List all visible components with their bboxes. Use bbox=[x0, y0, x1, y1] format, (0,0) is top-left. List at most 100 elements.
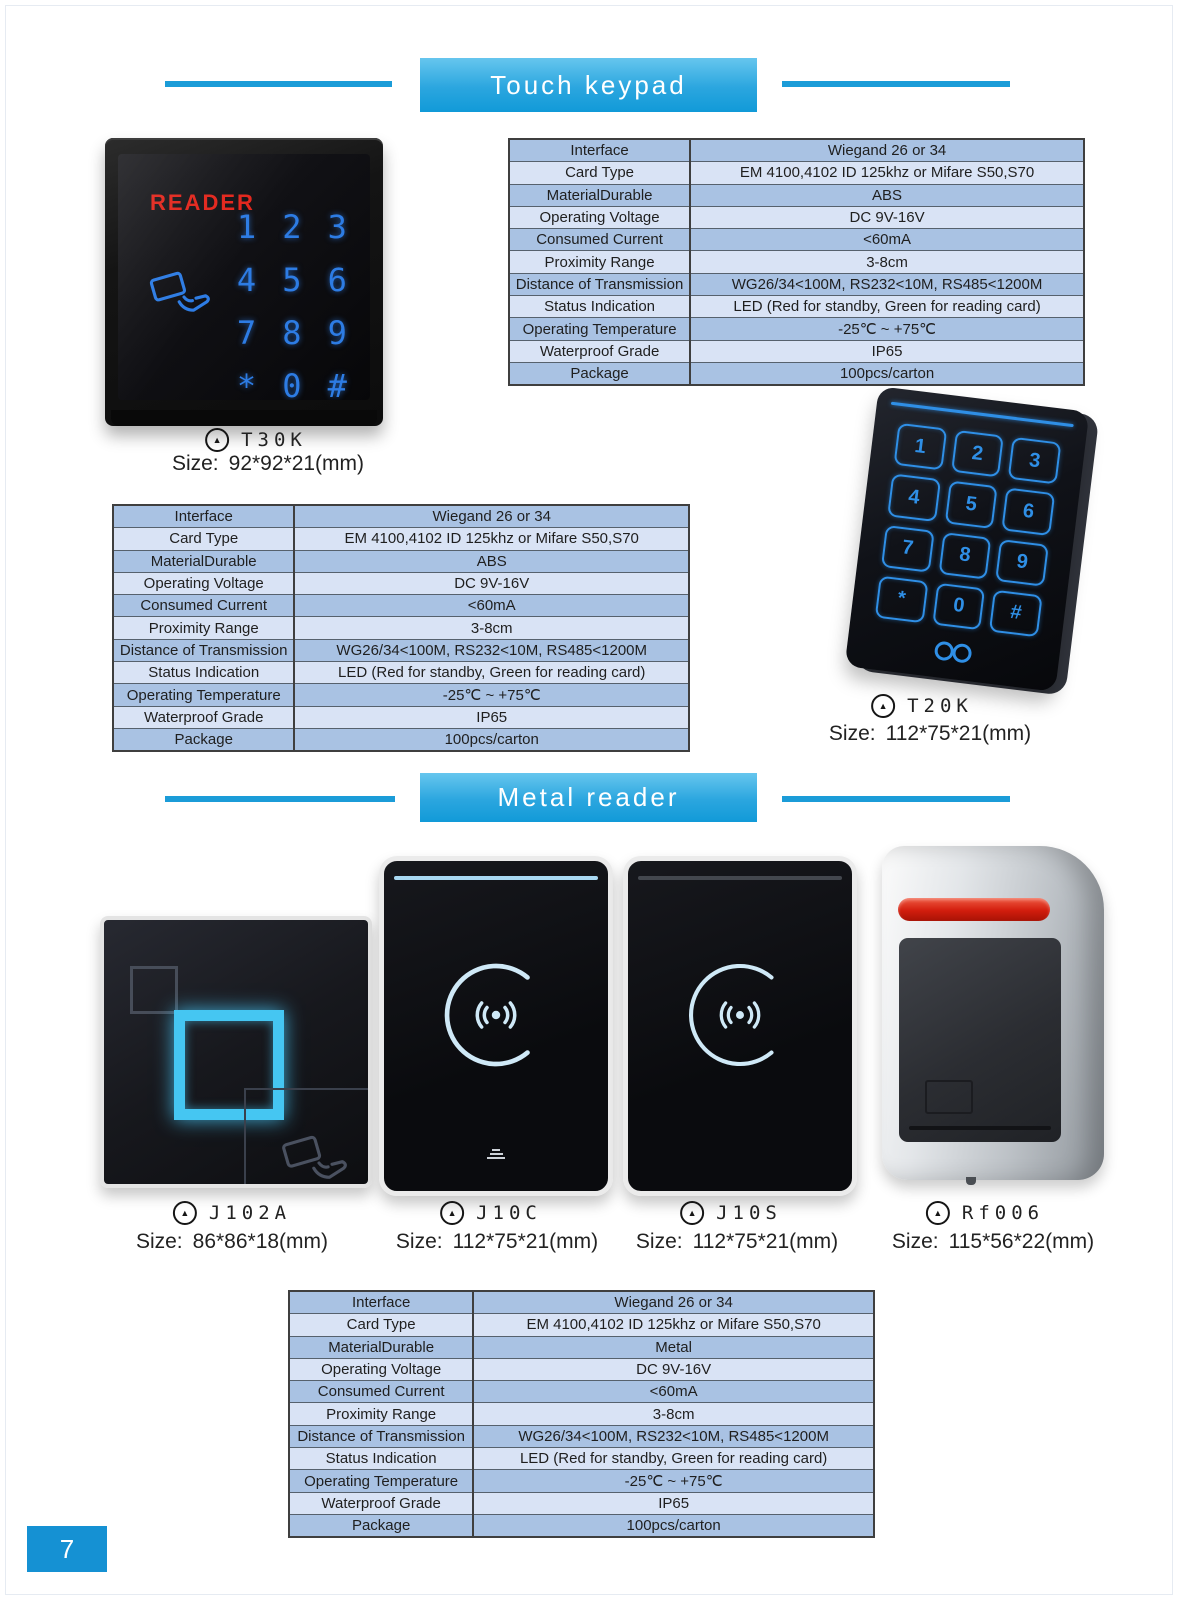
t30k-touch-panel: READER 1 2 3 4 5 6 7 8 9 * 0 # bbox=[118, 154, 370, 400]
page-number: 7 bbox=[27, 1526, 107, 1572]
product-image-j10s bbox=[623, 856, 857, 1196]
spec-value: IP65 bbox=[689, 339, 1085, 363]
spec-row: Card Type EM 4100,4102 ID 125khz or Mifa… bbox=[288, 1313, 875, 1337]
spec-row: Interface Wiegand 26 or 34 bbox=[112, 504, 690, 529]
spec-label: Status Indication bbox=[112, 661, 296, 685]
section-title-metal-reader: Metal reader bbox=[497, 782, 680, 812]
spec-value: Metal bbox=[472, 1335, 875, 1359]
product-image-j102a bbox=[100, 916, 372, 1188]
spec-value: WG26/34<100M, RS232<10M, RS485<1200M bbox=[293, 638, 690, 663]
divider-line-right bbox=[782, 81, 1010, 87]
spec-value: 3-8cm bbox=[689, 250, 1085, 274]
spec-value: WG26/34<100M, RS232<10M, RS485<1200M bbox=[689, 272, 1085, 297]
keypad-key: 9 bbox=[328, 314, 347, 352]
triangle-marker-icon: ▲ bbox=[440, 1201, 465, 1225]
size-t20k: Size:112*75*21(mm) bbox=[829, 722, 1031, 746]
spec-label: MaterialDurable bbox=[508, 183, 692, 207]
spec-label: Card Type bbox=[288, 1313, 475, 1337]
keypad-key: 2 bbox=[950, 429, 1005, 478]
spec-row: Card Type EM 4100,4102 ID 125khz or Mifa… bbox=[112, 527, 690, 551]
spec-value: Wiegand 26 or 34 bbox=[689, 138, 1085, 163]
keypad-key: 0 bbox=[282, 367, 301, 401]
spec-row: Card Type EM 4100,4102 ID 125khz or Mifa… bbox=[508, 161, 1085, 185]
keypad-key: 8 bbox=[282, 314, 301, 352]
section-banner-metal-reader: Metal reader bbox=[420, 773, 757, 822]
caption-t30k: ▲ T30K bbox=[205, 428, 307, 452]
product-code-t20k: T20K bbox=[907, 695, 973, 717]
spec-row: Consumed Current <60mA bbox=[112, 594, 690, 618]
spec-label: Operating Voltage bbox=[112, 571, 296, 596]
divider-line-left bbox=[165, 81, 392, 87]
spec-value: -25℃ ~ +75℃ bbox=[689, 317, 1085, 341]
size-value: 92*92*21(mm) bbox=[228, 452, 365, 475]
keypad-key: 2 bbox=[282, 208, 301, 246]
reader-panel bbox=[899, 938, 1061, 1142]
caption-rf006: ▲ Rf006 bbox=[925, 1201, 1044, 1225]
spec-label: Proximity Range bbox=[112, 616, 296, 640]
product-image-j10c bbox=[379, 856, 613, 1196]
spec-label: Consumed Current bbox=[508, 228, 692, 252]
spec-row: Operating Temperature -25℃ ~ +75℃ bbox=[508, 317, 1085, 341]
product-image-t30k: READER 1 2 3 4 5 6 7 8 9 * 0 # bbox=[105, 138, 383, 426]
divider-line-left bbox=[165, 796, 395, 802]
size-label: Size: bbox=[395, 1230, 443, 1253]
spec-label: Waterproof Grade bbox=[508, 339, 692, 363]
spec-value: WG26/34<100M, RS232<10M, RS485<1200M bbox=[472, 1424, 875, 1449]
caption-t20k: ▲ T20K bbox=[871, 694, 973, 718]
spec-label: Interface bbox=[288, 1290, 475, 1315]
spec-table-metal-reader: Interface Wiegand 26 or 34 Card Type EM … bbox=[288, 1290, 875, 1539]
panel-window bbox=[925, 1080, 973, 1114]
spec-label: Distance of Transmission bbox=[112, 638, 296, 663]
size-t30k: Size: 92*92*21(mm) bbox=[172, 452, 364, 476]
size-label: Size: bbox=[171, 452, 219, 475]
keypad-key: # bbox=[328, 367, 347, 401]
product-code-j10c: J10C bbox=[476, 1202, 542, 1224]
divider-line-right bbox=[782, 796, 1010, 802]
spec-value: LED (Red for standby, Green for reading … bbox=[689, 295, 1085, 319]
spec-row: Operating Voltage DC 9V-16V bbox=[112, 571, 690, 596]
keypad-key: 1 bbox=[237, 208, 256, 246]
spec-value: DC 9V-16V bbox=[293, 571, 690, 596]
caption-j10s: ▲ J10S bbox=[680, 1201, 782, 1225]
t20k-housing: 1 2 3 4 5 6 7 8 9 * 0 # bbox=[844, 386, 1090, 692]
card-swipe-icon bbox=[282, 1135, 347, 1179]
spec-row: Proximity Range 3-8cm bbox=[288, 1402, 875, 1426]
spec-row: Package 100pcs/carton bbox=[112, 727, 690, 752]
size-value: 112*75*21(mm) bbox=[692, 1230, 839, 1253]
spec-label: Card Type bbox=[112, 527, 296, 551]
contactless-emblem-icon bbox=[689, 963, 774, 1067]
small-square-motif bbox=[130, 966, 178, 1014]
keypad-key: 4 bbox=[237, 261, 256, 299]
spec-label: Proximity Range bbox=[288, 1402, 475, 1426]
spec-value: <60mA bbox=[472, 1380, 875, 1404]
section-title-touch-keypad: Touch keypad bbox=[490, 69, 687, 100]
keypad-key: # bbox=[989, 589, 1043, 638]
spec-value: EM 4100,4102 ID 125khz or Mifare S50,S70 bbox=[293, 527, 690, 551]
spec-value: Wiegand 26 or 34 bbox=[293, 504, 690, 529]
spec-table-t30k: Interface Wiegand 26 or 34 Card Type EM … bbox=[508, 138, 1085, 387]
size-value: 112*75*21(mm) bbox=[885, 722, 1032, 745]
spec-row: Operating Temperature -25℃ ~ +75℃ bbox=[288, 1469, 875, 1493]
spec-label: Card Type bbox=[508, 161, 692, 185]
triangle-marker-icon: ▲ bbox=[205, 428, 230, 452]
size-label: Size: bbox=[135, 1230, 183, 1253]
product-code-j102a: J102A bbox=[208, 1202, 292, 1224]
spec-label: Distance of Transmission bbox=[508, 272, 692, 297]
spec-label: Waterproof Grade bbox=[288, 1491, 475, 1515]
keypad-key: 9 bbox=[995, 538, 1049, 587]
spec-row: Proximity Range 3-8cm bbox=[508, 250, 1085, 274]
spec-value: 3-8cm bbox=[293, 616, 690, 640]
spec-label: MaterialDurable bbox=[112, 549, 296, 573]
triangle-marker-icon: ▲ bbox=[925, 1201, 950, 1225]
product-code-t30k: T30K bbox=[241, 429, 307, 451]
spec-value: DC 9V-16V bbox=[472, 1357, 875, 1382]
spec-label: Consumed Current bbox=[112, 594, 296, 618]
spec-row: Waterproof Grade IP65 bbox=[288, 1491, 875, 1515]
t30k-base-edge bbox=[111, 410, 377, 426]
spec-value: ABS bbox=[293, 549, 690, 573]
t30k-keypad: 1 2 3 4 5 6 7 8 9 * 0 # bbox=[224, 200, 360, 401]
spec-row: Package 100pcs/carton bbox=[288, 1513, 875, 1538]
triangle-marker-icon: ▲ bbox=[172, 1201, 197, 1225]
spec-value: DC 9V-16V bbox=[689, 205, 1085, 230]
